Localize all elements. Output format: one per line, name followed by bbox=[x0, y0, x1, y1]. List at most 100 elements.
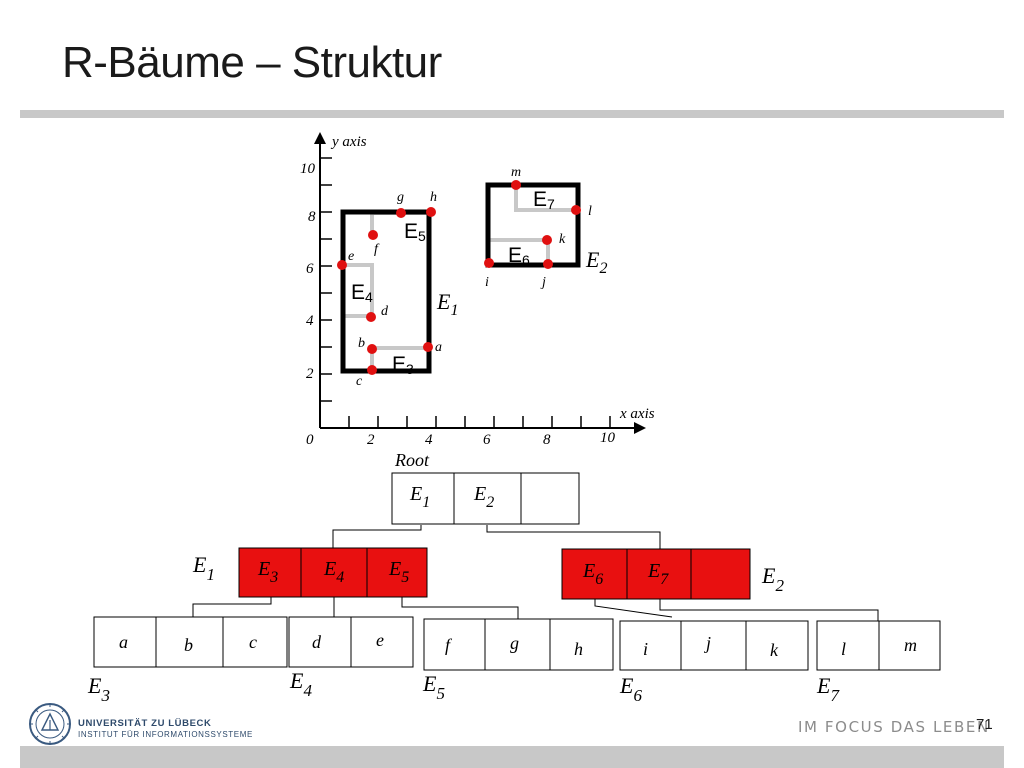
leaf-node-label: E3 bbox=[87, 673, 110, 705]
inner-node-e2 bbox=[561, 548, 751, 600]
point-label-a: a bbox=[435, 340, 442, 355]
inner-entry: E3 bbox=[257, 558, 278, 586]
leaf-entry: i bbox=[643, 639, 648, 659]
y-axis-arrow bbox=[314, 132, 326, 144]
mbr-e1 bbox=[340, 209, 432, 374]
leaf-entry: a bbox=[119, 632, 128, 652]
leaf-entry: b bbox=[184, 635, 193, 655]
leaf-entry: e bbox=[376, 630, 384, 650]
e4-guide bbox=[344, 263, 374, 318]
root-label: Root bbox=[394, 450, 430, 470]
point-m bbox=[511, 180, 521, 190]
leaf-node-e5 bbox=[423, 618, 614, 671]
point-l bbox=[571, 205, 581, 215]
point-g bbox=[396, 208, 406, 218]
point-label-i: i bbox=[485, 275, 489, 290]
inner-node-label: E1 bbox=[192, 552, 215, 584]
leaf-node-label: E5 bbox=[422, 671, 445, 703]
coordinate-plot bbox=[314, 132, 646, 434]
x-axis-label: x axis bbox=[619, 406, 655, 422]
plot-label-e7: E7 bbox=[533, 188, 555, 212]
leaf-nodes bbox=[93, 616, 941, 671]
point-label-l: l bbox=[588, 204, 592, 219]
leaf-entry: j bbox=[704, 633, 711, 653]
point-label-c: c bbox=[356, 374, 363, 389]
y-tick-label: 6 bbox=[306, 261, 314, 277]
plot-label-e5: E5 bbox=[404, 220, 426, 244]
inner-entry: E4 bbox=[323, 558, 344, 586]
leaf-node-e3 bbox=[93, 616, 288, 668]
slide-title: R-Bäume – Struktur bbox=[62, 38, 442, 87]
tree-connectors bbox=[192, 525, 879, 621]
point-label-g: g bbox=[397, 190, 404, 205]
point-b bbox=[367, 344, 377, 354]
point-label-h: h bbox=[430, 190, 437, 205]
leaf-entry: d bbox=[312, 632, 322, 652]
point-label-j: j bbox=[540, 275, 546, 290]
point-d bbox=[366, 312, 376, 322]
origin-label: 0 bbox=[306, 432, 314, 448]
point-label-b: b bbox=[358, 336, 365, 351]
y-tick-label: 4 bbox=[306, 313, 314, 329]
plot-label-e1: E1 bbox=[436, 289, 458, 319]
plot-label-e3: E3 bbox=[392, 353, 414, 377]
leaf-entry: c bbox=[249, 632, 257, 652]
x-tick-label: 8 bbox=[543, 432, 551, 448]
inner-node-e1 bbox=[238, 547, 428, 598]
point-label-m: m bbox=[511, 165, 521, 180]
leaf-node-label: E4 bbox=[289, 668, 312, 700]
point-i bbox=[484, 258, 494, 268]
leaf-node-e6 bbox=[619, 620, 809, 671]
university-name: UNIVERSITÄT ZU LÜBECK bbox=[78, 718, 212, 729]
leaf-node-label: E7 bbox=[816, 673, 840, 705]
inner-node-label: E2 bbox=[761, 563, 784, 595]
y-tick-label: 2 bbox=[306, 366, 314, 382]
inner-entry: E5 bbox=[388, 558, 409, 586]
point-a bbox=[423, 342, 433, 352]
leaf-entry: k bbox=[770, 640, 779, 660]
y-axis-label: y axis bbox=[330, 134, 367, 150]
point-h bbox=[426, 207, 436, 217]
point-j bbox=[543, 259, 553, 269]
x-axis-arrow bbox=[634, 422, 646, 434]
plot-label-e2: E2 bbox=[585, 247, 607, 277]
point-label-d: d bbox=[381, 304, 389, 319]
y-tick-label: 8 bbox=[308, 209, 316, 225]
x-tick-label: 10 bbox=[600, 430, 616, 446]
root-node bbox=[391, 472, 580, 525]
point-label-k: k bbox=[559, 232, 566, 247]
e7-guide bbox=[514, 186, 577, 212]
leaf-entry: l bbox=[841, 639, 846, 659]
footer-motto: IM FOCUS DAS LEBEN bbox=[798, 718, 990, 736]
leaf-entry: g bbox=[510, 633, 519, 653]
point-e bbox=[337, 260, 347, 270]
page-number: 71 bbox=[976, 716, 993, 733]
x-tick-label: 2 bbox=[367, 432, 375, 448]
point-c bbox=[367, 365, 377, 375]
title-divider bbox=[20, 110, 1004, 118]
root-entry: E1 bbox=[409, 483, 430, 511]
leaf-entry: h bbox=[574, 639, 583, 659]
leaf-entry: f bbox=[445, 635, 453, 655]
mbr-e2 bbox=[485, 182, 581, 268]
x-axis-ticks bbox=[348, 416, 611, 428]
outer-mbrs bbox=[340, 182, 581, 374]
point-label-e: e bbox=[348, 249, 354, 264]
y-tick-label: 10 bbox=[300, 161, 316, 177]
institute-name: INSTITUT FÜR INFORMATIONSSYSTEME bbox=[78, 730, 253, 739]
leaf-entry: m bbox=[904, 635, 917, 655]
y-axis-ticks bbox=[320, 157, 332, 402]
root-entry: E2 bbox=[473, 483, 494, 511]
x-tick-label: 6 bbox=[483, 432, 491, 448]
university-seal-logo bbox=[29, 703, 71, 745]
plot-label-e4: E4 bbox=[351, 281, 373, 305]
x-tick-label: 4 bbox=[425, 432, 433, 448]
inner-entry: E6 bbox=[582, 560, 603, 588]
point-f bbox=[368, 230, 378, 240]
plot-label-e6: E6 bbox=[508, 244, 530, 268]
data-points bbox=[337, 180, 581, 375]
footer-band bbox=[20, 746, 1004, 768]
inner-entry: E7 bbox=[647, 560, 669, 588]
point-label-f: f bbox=[374, 242, 380, 257]
